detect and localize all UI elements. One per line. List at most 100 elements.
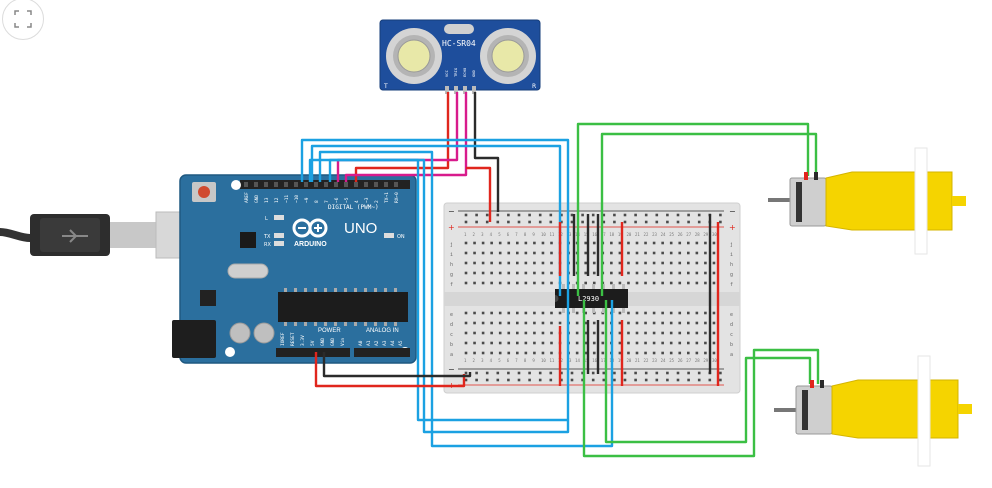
breadboard-hole[interactable] xyxy=(490,311,493,315)
rail-hole[interactable] xyxy=(538,213,542,217)
breadboard-hole[interactable] xyxy=(516,311,519,315)
rail-hole[interactable] xyxy=(507,371,510,375)
breadboard-hole[interactable] xyxy=(695,321,699,325)
breadboard-hole[interactable] xyxy=(575,351,579,355)
rail-hole[interactable] xyxy=(560,220,563,224)
breadboard-hole[interactable] xyxy=(712,241,716,245)
breadboard-hole[interactable] xyxy=(678,341,682,345)
breadboard-hole[interactable] xyxy=(661,281,664,285)
rail-hole[interactable] xyxy=(687,220,690,224)
breadboard-hole[interactable] xyxy=(652,321,656,325)
breadboard-hole[interactable] xyxy=(524,241,528,245)
breadboard-hole[interactable] xyxy=(652,341,656,345)
breadboard-hole[interactable] xyxy=(464,261,468,265)
breadboard-hole[interactable] xyxy=(584,241,587,245)
breadboard-hole[interactable] xyxy=(533,351,536,355)
rail-hole[interactable] xyxy=(719,378,722,382)
rail-hole[interactable] xyxy=(485,378,489,382)
breadboard-hole[interactable] xyxy=(584,311,587,315)
breadboard-hole[interactable] xyxy=(481,251,485,255)
breadboard-hole[interactable] xyxy=(516,241,519,245)
breadboard-hole[interactable] xyxy=(473,271,476,275)
breadboard-hole[interactable] xyxy=(704,261,707,265)
breadboard-hole[interactable] xyxy=(704,341,707,345)
rail-hole[interactable] xyxy=(591,220,595,224)
breadboard-hole[interactable] xyxy=(541,241,545,245)
rail-hole[interactable] xyxy=(666,378,669,382)
breadboard-hole[interactable] xyxy=(490,351,493,355)
rail-hole[interactable] xyxy=(623,371,627,375)
breadboard-hole[interactable] xyxy=(584,341,587,345)
rail-hole[interactable] xyxy=(613,378,616,382)
breadboard-hole[interactable] xyxy=(704,311,707,315)
rail-hole[interactable] xyxy=(644,220,648,224)
breadboard-hole[interactable] xyxy=(507,321,511,325)
breadboard-hole[interactable] xyxy=(533,331,536,335)
breadboard-hole[interactable] xyxy=(652,241,656,245)
dc-motor-2[interactable] xyxy=(774,355,972,467)
breadboard-hole[interactable] xyxy=(712,341,716,345)
breadboard-hole[interactable] xyxy=(490,241,493,245)
breadboard-hole[interactable] xyxy=(575,311,579,315)
rail-hole[interactable] xyxy=(644,213,648,217)
breadboard-hole[interactable] xyxy=(610,241,613,245)
breadboard-hole[interactable] xyxy=(584,331,587,335)
breadboard-hole[interactable] xyxy=(575,321,579,325)
rail-hole[interactable] xyxy=(613,220,616,224)
rail-hole[interactable] xyxy=(570,371,574,375)
breadboard-hole[interactable] xyxy=(687,321,690,325)
rail-hole[interactable] xyxy=(602,213,606,217)
rail-hole[interactable] xyxy=(528,220,531,224)
breadboard-hole[interactable] xyxy=(473,241,476,245)
wire-green-motor1-a[interactable] xyxy=(576,122,810,296)
breadboard-hole[interactable] xyxy=(669,241,673,245)
breadboard-hole[interactable] xyxy=(687,331,690,335)
breadboard-hole[interactable] xyxy=(481,311,485,315)
breadboard-hole[interactable] xyxy=(498,241,502,245)
rail-hole[interactable] xyxy=(602,378,606,382)
breadboard-hole[interactable] xyxy=(473,251,476,255)
rail-hole[interactable] xyxy=(464,371,468,375)
breadboard-hole[interactable] xyxy=(541,261,545,265)
breadboard-hole[interactable] xyxy=(704,251,707,255)
breadboard-hole[interactable] xyxy=(541,341,545,345)
breadboard-hole[interactable] xyxy=(533,241,536,245)
breadboard-hole[interactable] xyxy=(473,341,476,345)
breadboard-hole[interactable] xyxy=(481,351,485,355)
breadboard-hole[interactable] xyxy=(618,331,622,335)
breadboard-hole[interactable] xyxy=(618,281,622,285)
breadboard-hole[interactable] xyxy=(669,281,673,285)
breadboard-hole[interactable] xyxy=(558,311,562,315)
rail-hole[interactable] xyxy=(570,213,574,217)
rail-hole[interactable] xyxy=(623,213,627,217)
breadboard-hole[interactable] xyxy=(627,331,630,335)
dc-motor-1[interactable] xyxy=(768,147,966,255)
rail-hole[interactable] xyxy=(666,220,669,224)
breadboard-hole[interactable] xyxy=(584,351,587,355)
rail-hole[interactable] xyxy=(549,220,553,224)
rail-hole[interactable] xyxy=(613,371,616,375)
breadboard-hole[interactable] xyxy=(592,321,596,325)
rail-hole[interactable] xyxy=(475,378,478,382)
breadboard-hole[interactable] xyxy=(481,261,485,265)
breadboard-hole[interactable] xyxy=(687,241,690,245)
ultrasonic-sensor[interactable]: HC-SR04 T R VCC TRIG ECHO GND xyxy=(379,19,541,94)
breadboard-hole[interactable] xyxy=(490,331,493,335)
breadboard-hole[interactable] xyxy=(627,341,630,345)
breadboard-hole[interactable] xyxy=(687,311,690,315)
rail-hole[interactable] xyxy=(485,213,489,217)
breadboard-hole[interactable] xyxy=(584,321,587,325)
rail-hole[interactable] xyxy=(655,213,659,217)
breadboard-hole[interactable] xyxy=(652,261,656,265)
rail-hole[interactable] xyxy=(549,371,553,375)
breadboard-hole[interactable] xyxy=(618,271,622,275)
rail-hole[interactable] xyxy=(591,378,595,382)
rail-hole[interactable] xyxy=(623,378,627,382)
rail-hole[interactable] xyxy=(570,378,574,382)
breadboard-hole[interactable] xyxy=(704,241,707,245)
breadboard-hole[interactable] xyxy=(661,271,664,275)
breadboard-hole[interactable] xyxy=(635,351,639,355)
breadboard-hole[interactable] xyxy=(498,321,502,325)
breadboard-hole[interactable] xyxy=(481,281,485,285)
breadboard-hole[interactable] xyxy=(669,341,673,345)
